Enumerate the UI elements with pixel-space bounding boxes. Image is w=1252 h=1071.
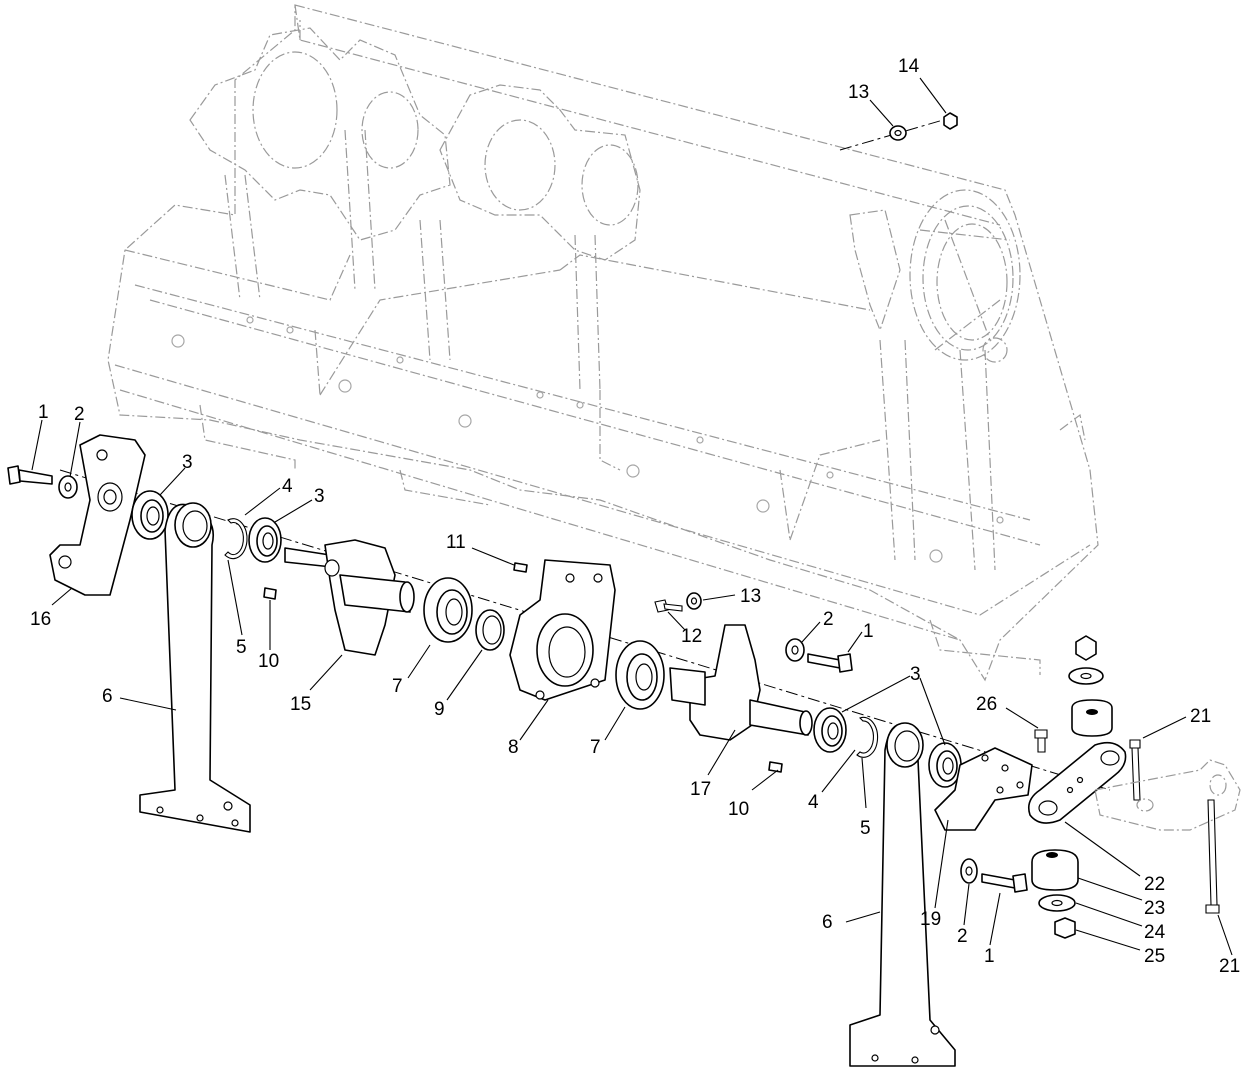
leader-lines <box>31 77 1233 956</box>
callout-1: 1 <box>984 946 995 967</box>
crankshaft-15 <box>284 539 415 656</box>
callout-2: 2 <box>74 404 85 425</box>
callout-8: 8 <box>508 737 519 758</box>
callout-10: 10 <box>258 651 279 672</box>
callout-15: 15 <box>290 694 311 715</box>
callout-23: 23 <box>1144 898 1165 919</box>
callout-4: 4 <box>282 476 293 497</box>
bracket-19 <box>934 747 1033 831</box>
connecting-arm-6-left <box>139 502 251 833</box>
callout-3: 3 <box>314 486 325 507</box>
snap-ring-4-left <box>224 518 248 560</box>
callout-13: 13 <box>740 586 761 607</box>
callout-9: 9 <box>434 699 445 720</box>
callout-3: 3 <box>182 452 193 473</box>
spacer-9 <box>475 609 505 651</box>
key-10-right <box>768 761 783 773</box>
callout-14: 14 <box>898 56 920 77</box>
bolt-1-center <box>807 653 853 673</box>
bearing-3-right-b <box>928 742 962 788</box>
callout-2: 2 <box>823 609 834 630</box>
callout-17: 17 <box>690 779 711 800</box>
callout-7: 7 <box>590 737 601 758</box>
mount-stack-upper <box>1068 635 1113 737</box>
callout-16: 16 <box>30 609 51 630</box>
link-plate-22 <box>1027 741 1127 824</box>
screw-26 <box>1034 729 1048 753</box>
machine-frame-phantom <box>107 4 1099 682</box>
callout-7: 7 <box>392 676 403 697</box>
callout-22: 22 <box>1144 874 1165 895</box>
mount-stack-lower <box>1031 849 1079 939</box>
callout-3: 3 <box>910 664 921 685</box>
crankshaft-17 <box>669 624 813 741</box>
nut-14-top <box>943 112 958 130</box>
frame-holes <box>171 316 1004 563</box>
callout-labels: 1 2 3 4 3 16 5 10 15 6 11 13 12 7 9 8 7 … <box>30 56 1240 977</box>
bearing-3-right-a <box>813 707 847 753</box>
callout-12: 12 <box>681 626 702 647</box>
bolt-12 <box>654 599 683 613</box>
callout-6: 6 <box>102 686 113 707</box>
housing-8 <box>509 559 616 701</box>
bearing-3-left-b <box>248 517 282 563</box>
pin-11 <box>513 562 528 573</box>
callout-24: 24 <box>1144 922 1166 943</box>
bolts-21 <box>1129 739 1220 914</box>
callout-26: 26 <box>976 694 997 715</box>
washer-13-top <box>889 125 907 141</box>
bolt-1-left <box>7 465 53 485</box>
bearing-3-left-a <box>131 490 169 540</box>
bolt-1-right <box>981 873 1028 893</box>
callout-1: 1 <box>38 402 49 423</box>
callout-4: 4 <box>808 792 819 813</box>
bearing-housing-16 <box>49 434 146 596</box>
bracket-phantom-right <box>1094 759 1241 831</box>
bearing-7-left <box>423 577 473 643</box>
snap-ring-4-right <box>856 716 879 758</box>
callout-21: 21 <box>1219 956 1240 977</box>
callout-25: 25 <box>1144 946 1165 967</box>
callout-13: 13 <box>848 82 869 103</box>
key-10-left <box>263 587 277 600</box>
callout-19: 19 <box>920 909 941 930</box>
callout-5: 5 <box>860 818 871 839</box>
assembly-axis-line <box>59 469 1111 791</box>
callout-10: 10 <box>728 799 749 820</box>
callout-6: 6 <box>822 912 833 933</box>
bearing-7-right <box>615 640 665 710</box>
connecting-arm-6-right <box>849 722 956 1067</box>
callout-11: 11 <box>446 532 466 553</box>
callout-5: 5 <box>236 637 247 658</box>
callout-1: 1 <box>863 621 874 642</box>
callout-2: 2 <box>957 926 968 947</box>
callout-21: 21 <box>1190 706 1211 727</box>
